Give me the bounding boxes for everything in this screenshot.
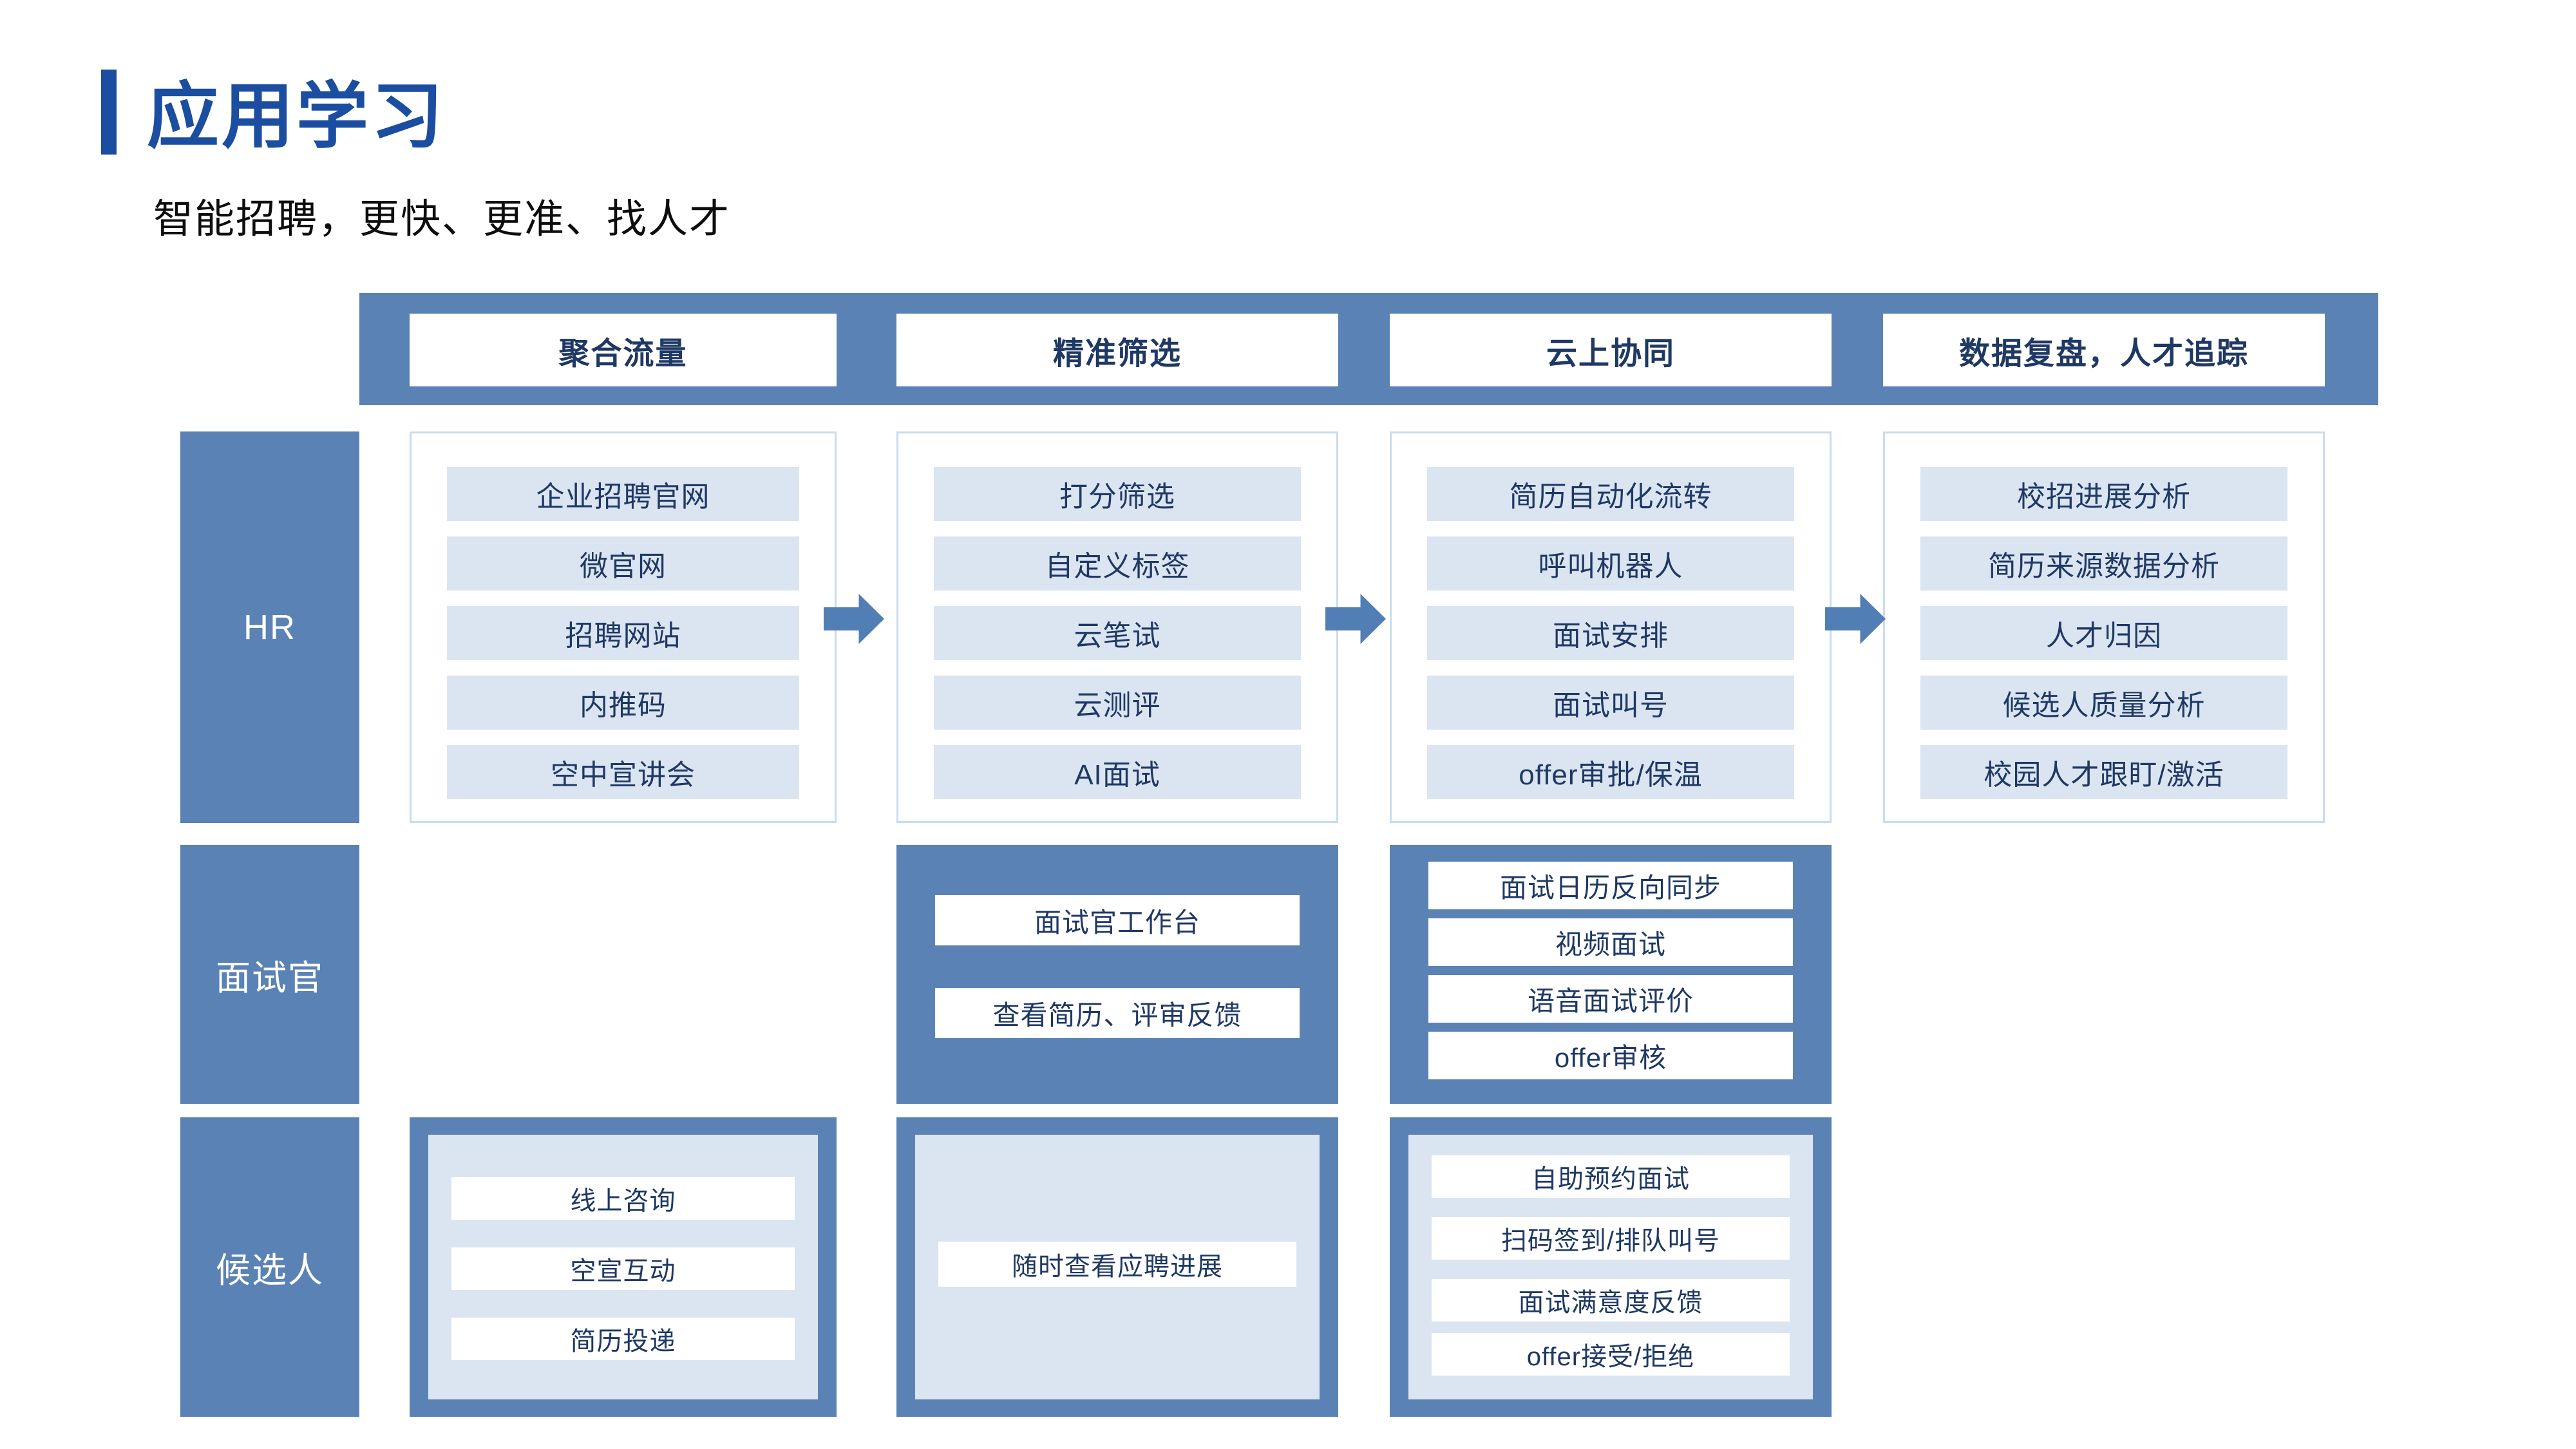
interviewer-item: 查看简历、评审反馈: [935, 988, 1300, 1038]
row-label-candidate: 候选人: [180, 1117, 359, 1417]
interviewer-item: 面试官工作台: [935, 895, 1300, 945]
candidate-item: 空宣互动: [451, 1247, 795, 1290]
interviewer-item: 语音面试评价: [1428, 975, 1793, 1023]
hr-collaboration-box: 简历自动化流转 呼叫机器人 面试安排 面试叫号 offer审批/保温: [1390, 431, 1832, 823]
hr-item: 云笔试: [934, 606, 1301, 660]
candidate-traffic-box: 线上咨询 空宣互动 简历投递: [410, 1117, 837, 1417]
hr-item: 微官网: [447, 536, 799, 591]
candidate-item: 面试满意度反馈: [1432, 1279, 1790, 1321]
hr-item: 校园人才跟盯/激活: [1920, 745, 2287, 799]
candidate-item: 自助预约面试: [1432, 1155, 1790, 1198]
interviewer-item: 面试日历反向同步: [1428, 862, 1793, 909]
page-title: 应用学习: [147, 76, 446, 156]
stage-header-screening: 精准筛选: [896, 314, 1338, 386]
candidate-item: 扫码签到/排队叫号: [1432, 1217, 1790, 1260]
flow-arrow-icon: [1825, 594, 1886, 644]
hr-item: 云测评: [934, 676, 1301, 730]
hr-item: 空中宣讲会: [447, 745, 799, 799]
candidate-collaboration-box: 自助预约面试 扫码签到/排队叫号 面试满意度反馈 offer接受/拒绝: [1390, 1117, 1832, 1417]
hr-item: 校招进展分析: [1920, 467, 2287, 521]
candidate-panel: 自助预约面试 扫码签到/排队叫号 面试满意度反馈 offer接受/拒绝: [1408, 1135, 1813, 1399]
hr-traffic-box: 企业招聘官网 微官网 招聘网站 内推码 空中宣讲会: [410, 431, 837, 823]
interviewer-item: offer审核: [1428, 1032, 1793, 1079]
candidate-panel: 随时查看应聘进展: [915, 1135, 1320, 1399]
stage-header-analysis: 数据复盘，人才追踪: [1883, 314, 2325, 386]
row-label-interviewer: 面试官: [180, 845, 359, 1104]
candidate-item: offer接受/拒绝: [1432, 1333, 1790, 1376]
stage-header-collaboration: 云上协同: [1390, 314, 1832, 386]
candidate-item: 简历投递: [451, 1318, 795, 1360]
hr-item: offer审批/保温: [1427, 745, 1794, 799]
hr-item: 候选人质量分析: [1920, 676, 2287, 730]
candidate-panel: 线上咨询 空宣互动 简历投递: [428, 1135, 818, 1399]
candidate-item: 随时查看应聘进展: [938, 1242, 1296, 1287]
hr-item: 打分筛选: [934, 467, 1301, 521]
candidate-item: 线上咨询: [451, 1177, 795, 1220]
hr-item: 招聘网站: [447, 606, 799, 660]
hr-screening-box: 打分筛选 自定义标签 云笔试 云测评 AI面试: [896, 431, 1338, 823]
hr-item: 面试叫号: [1427, 676, 1794, 730]
title-accent-bar: [101, 70, 117, 155]
hr-analysis-box: 校招进展分析 简历来源数据分析 人才归因 候选人质量分析 校园人才跟盯/激活: [1883, 431, 2325, 823]
hr-item: 自定义标签: [934, 536, 1301, 591]
hr-item: 人才归因: [1920, 606, 2287, 660]
hr-item: 简历自动化流转: [1427, 467, 1794, 521]
hr-item: 内推码: [447, 676, 799, 730]
interviewer-collaboration-box: 面试日历反向同步 视频面试 语音面试评价 offer审核: [1390, 845, 1832, 1104]
interviewer-item: 视频面试: [1428, 918, 1793, 966]
hr-item: 简历来源数据分析: [1920, 536, 2287, 591]
hr-item: 企业招聘官网: [447, 467, 799, 521]
hr-item: 呼叫机器人: [1427, 536, 1794, 591]
candidate-screening-box: 随时查看应聘进展: [896, 1117, 1338, 1417]
stage-header-traffic: 聚合流量: [410, 314, 837, 386]
page-subtitle: 智能招聘，更快、更准、找人才: [153, 197, 731, 242]
interviewer-screening-box: 面试官工作台 查看简历、评审反馈: [896, 845, 1338, 1104]
row-label-hr: HR: [180, 431, 359, 823]
hr-item: 面试安排: [1427, 606, 1794, 660]
hr-item: AI面试: [934, 745, 1301, 799]
